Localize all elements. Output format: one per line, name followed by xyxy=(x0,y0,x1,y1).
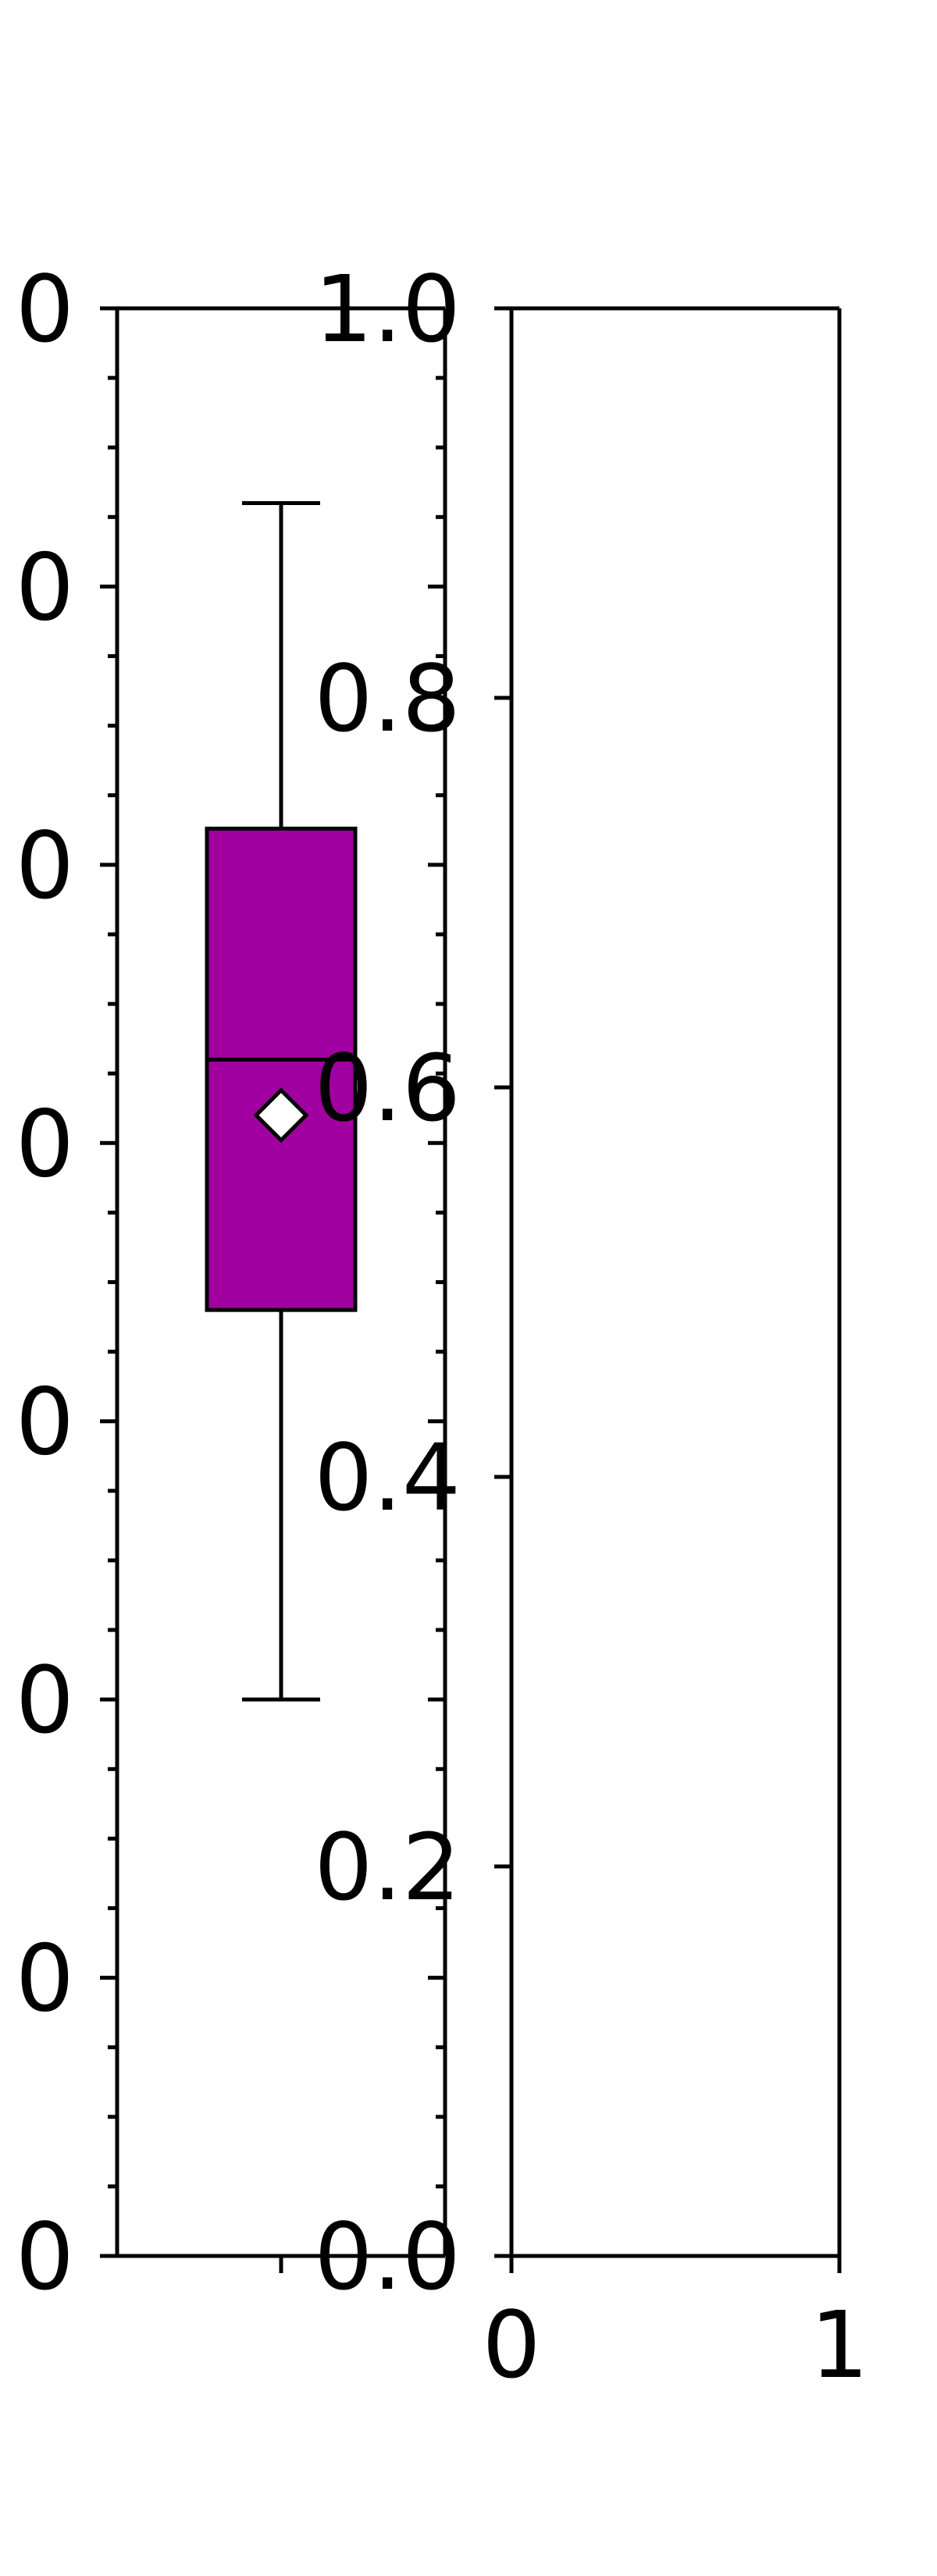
y-tick-label: 0 xyxy=(16,533,74,641)
y-tick-label: 0.8 xyxy=(314,645,461,753)
y-tick-label: 0.6 xyxy=(314,1034,461,1142)
y-tick-label: 0 xyxy=(16,1368,74,1476)
y-tick-label: 1.0 xyxy=(314,255,461,363)
box-body xyxy=(205,827,358,1312)
y-tick-label: 0.2 xyxy=(314,1813,461,1921)
y-tick-label: 0 xyxy=(16,255,74,363)
y-tick-label: 0 xyxy=(16,1925,74,2033)
mean-marker xyxy=(253,1087,309,1144)
y-tick-label: 0 xyxy=(16,1646,74,1754)
right-axes: 0.0 0.2 0.4 0.6 0.8 1.0 0 1 xyxy=(314,255,868,2399)
y-tick-label: 0 xyxy=(16,812,74,920)
left-axes: 0 0 0 0 0 0 0 0 xyxy=(16,255,447,2311)
y-tick-label: 0 xyxy=(16,2203,74,2311)
y-tick-label: 0.0 xyxy=(314,2203,461,2311)
y-tick-label: 0 xyxy=(16,1090,74,1197)
x-tick-label: 1 xyxy=(810,2291,868,2399)
x-tick-label: 0 xyxy=(482,2291,540,2399)
y-tick-label: 0.4 xyxy=(314,1424,461,1532)
